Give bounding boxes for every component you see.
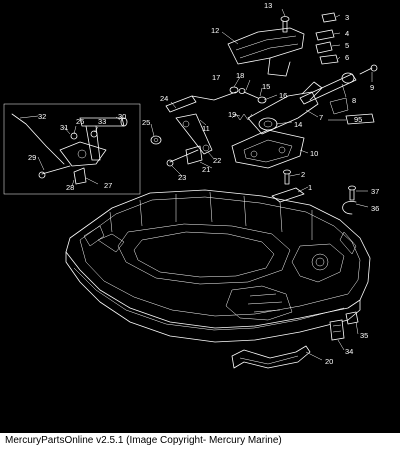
callout-18: 18 [236, 71, 244, 80]
callout-20: 20 [325, 357, 333, 366]
callout-25: 25 [142, 118, 150, 127]
callout-95: 95 [354, 115, 362, 124]
callout-36: 36 [371, 204, 379, 213]
callout-13: 13 [264, 1, 272, 10]
pin-part-18 [238, 88, 259, 99]
callout-6: 6 [345, 53, 349, 62]
callout-35: 35 [360, 331, 368, 340]
callout-8: 8 [352, 96, 356, 105]
arm-part-22 [175, 113, 213, 155]
callout-10: 10 [310, 149, 318, 158]
callout-12: 12 [211, 26, 219, 35]
pad-part-4 [315, 29, 335, 41]
lever-part-21 [185, 145, 203, 165]
callout-14: 14 [294, 120, 302, 129]
callout-7: 7 [319, 113, 323, 122]
bracket-part-34 [329, 319, 345, 341]
washer-part-17 [229, 86, 239, 94]
grommet-part-35 [345, 311, 359, 325]
nut-part-3 [321, 12, 337, 23]
callout-30: 30 [118, 112, 126, 121]
spring-part-19 [231, 113, 253, 121]
callout-17: 17 [212, 73, 220, 82]
plate-part-10 [231, 129, 305, 169]
screw-part-13 [280, 16, 290, 33]
hook-part-36 [342, 200, 357, 215]
callout-4: 4 [345, 29, 349, 38]
handle-part-20 [231, 345, 311, 369]
callout-27: 27 [104, 181, 112, 190]
callout-9: 9 [370, 83, 374, 92]
exploded-parts-diagram: 13 3 12 4 5 6 9 17 18 15 16 8 24 19 95 7… [3, 1, 379, 369]
callout-16: 16 [279, 91, 287, 100]
tag-part-95 [345, 113, 375, 125]
callout-28: 28 [66, 183, 74, 192]
pad-part-5 [315, 41, 333, 54]
bushing-part-16 [257, 96, 267, 104]
callout-29: 29 [28, 153, 36, 162]
callout-5: 5 [345, 41, 349, 50]
callout-31: 31 [60, 123, 68, 132]
callout-32: 32 [38, 112, 46, 121]
callout-24: 24 [160, 94, 168, 103]
callout-19: 19 [228, 110, 236, 119]
bolt-part-23 [166, 149, 199, 167]
shaft-part-8 [299, 64, 378, 115]
copyright-text: MercuryPartsOnline v2.5.1 (Image Copyrig… [5, 435, 282, 446]
leader-lines [19, 8, 373, 361]
callout-15: 15 [262, 82, 270, 91]
callout-3: 3 [345, 13, 349, 22]
linkage-part-14 [247, 81, 323, 135]
callout-37: 37 [371, 187, 379, 196]
clip-part-6 [319, 54, 339, 65]
bracket-part-1 [271, 187, 305, 203]
washer-part-25 [150, 135, 162, 145]
callout-26: 26 [76, 117, 84, 126]
inset-detail-box [3, 103, 141, 195]
callout-23: 23 [178, 173, 186, 182]
callout-21: 21 [202, 165, 210, 174]
callout-1: 1 [308, 183, 312, 192]
callout-34: 34 [345, 347, 353, 356]
copyright-footer: MercuryPartsOnline v2.5.1 (Image Copyrig… [0, 432, 400, 449]
bracket-part-12 [227, 27, 305, 77]
bottom-cowl-part [65, 189, 371, 343]
screw-part-2 [283, 169, 291, 185]
callout-33: 33 [98, 117, 106, 126]
screw-part-37 [348, 185, 356, 201]
callout-labels: 13 3 12 4 5 6 9 17 18 15 16 8 24 19 95 7… [28, 1, 379, 366]
arm-part-24 [165, 91, 237, 113]
callout-11: 11 [202, 124, 210, 133]
callout-22: 22 [213, 156, 221, 165]
callout-2: 2 [301, 170, 305, 179]
